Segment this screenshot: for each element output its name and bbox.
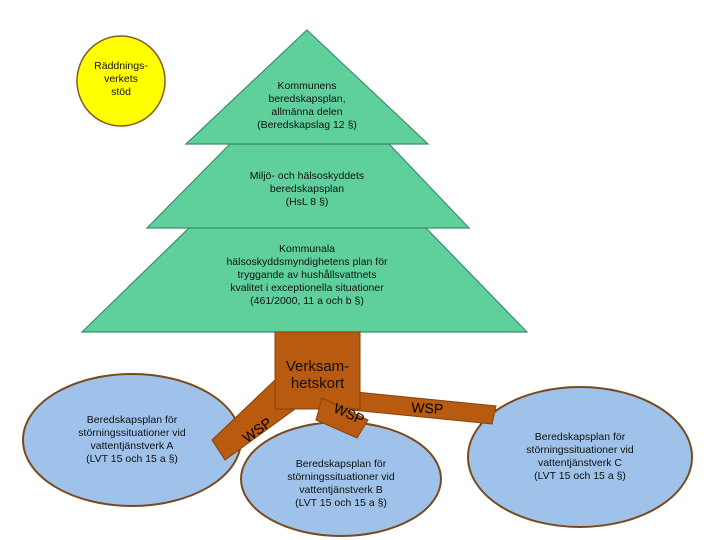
tree-middle-label: Miljö- och hälsoskyddets beredskapsplan … [249, 170, 365, 208]
plan-a-label: Beredskapsplan för störningssituationer … [78, 414, 186, 465]
branch-b [315, 397, 369, 439]
tree-bottom-label: Kommunala hälsoskyddsmyndighetens plan f… [226, 243, 388, 307]
tree-trunk [274, 331, 361, 410]
plan-ellipse-c [467, 386, 693, 528]
raddningsverket-label: Räddnings- verkets stöd [94, 60, 148, 98]
tree-tier-top [184, 29, 430, 145]
raddningsverket-circle [76, 35, 166, 127]
plan-b-label: Beredskapsplan för störningssituationer … [287, 458, 395, 509]
branch-c-label: WSP [411, 399, 444, 417]
trunk-label: Verksam- hetskort [285, 358, 350, 392]
plan-c-label: Beredskapsplan för störningssituationer … [526, 431, 634, 482]
tree-top-label: Kommunens beredskapsplan, allmänna delen… [257, 80, 357, 131]
